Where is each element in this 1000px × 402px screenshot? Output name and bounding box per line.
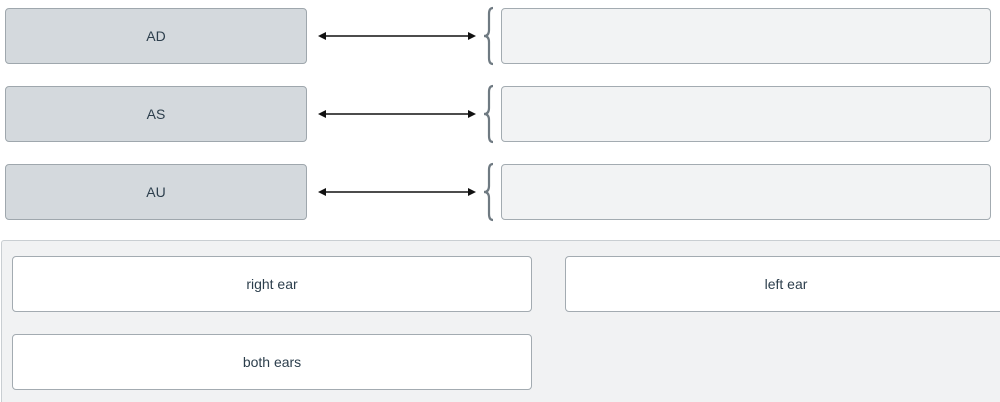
answer-chip-left-ear[interactable]: left ear [565, 256, 1000, 312]
double-headed-arrow-icon [318, 32, 476, 40]
curly-brace-icon [483, 84, 494, 144]
answer-bank: right ear left ear both ears [1, 240, 1000, 402]
answer-chip-right-ear[interactable]: right ear [12, 256, 532, 312]
dropzone-as[interactable] [501, 86, 991, 142]
answer-chip-label: right ear [246, 276, 298, 292]
answer-chip-both-ears[interactable]: both ears [12, 334, 532, 390]
curly-brace-icon [483, 6, 494, 66]
double-headed-arrow-icon [318, 110, 476, 118]
term-as: AS [5, 86, 307, 142]
double-headed-arrow-icon [318, 188, 476, 196]
term-label: AD [146, 28, 166, 44]
term-label: AS [146, 106, 166, 122]
answer-chip-label: both ears [242, 354, 302, 370]
term-ad: AD [5, 8, 307, 64]
dropzone-au[interactable] [501, 164, 991, 220]
answer-chip-label: left ear [764, 276, 808, 292]
term-label: AU [146, 184, 166, 200]
term-au: AU [5, 164, 307, 220]
dropzone-ad[interactable] [501, 8, 991, 64]
curly-brace-icon [483, 162, 494, 222]
